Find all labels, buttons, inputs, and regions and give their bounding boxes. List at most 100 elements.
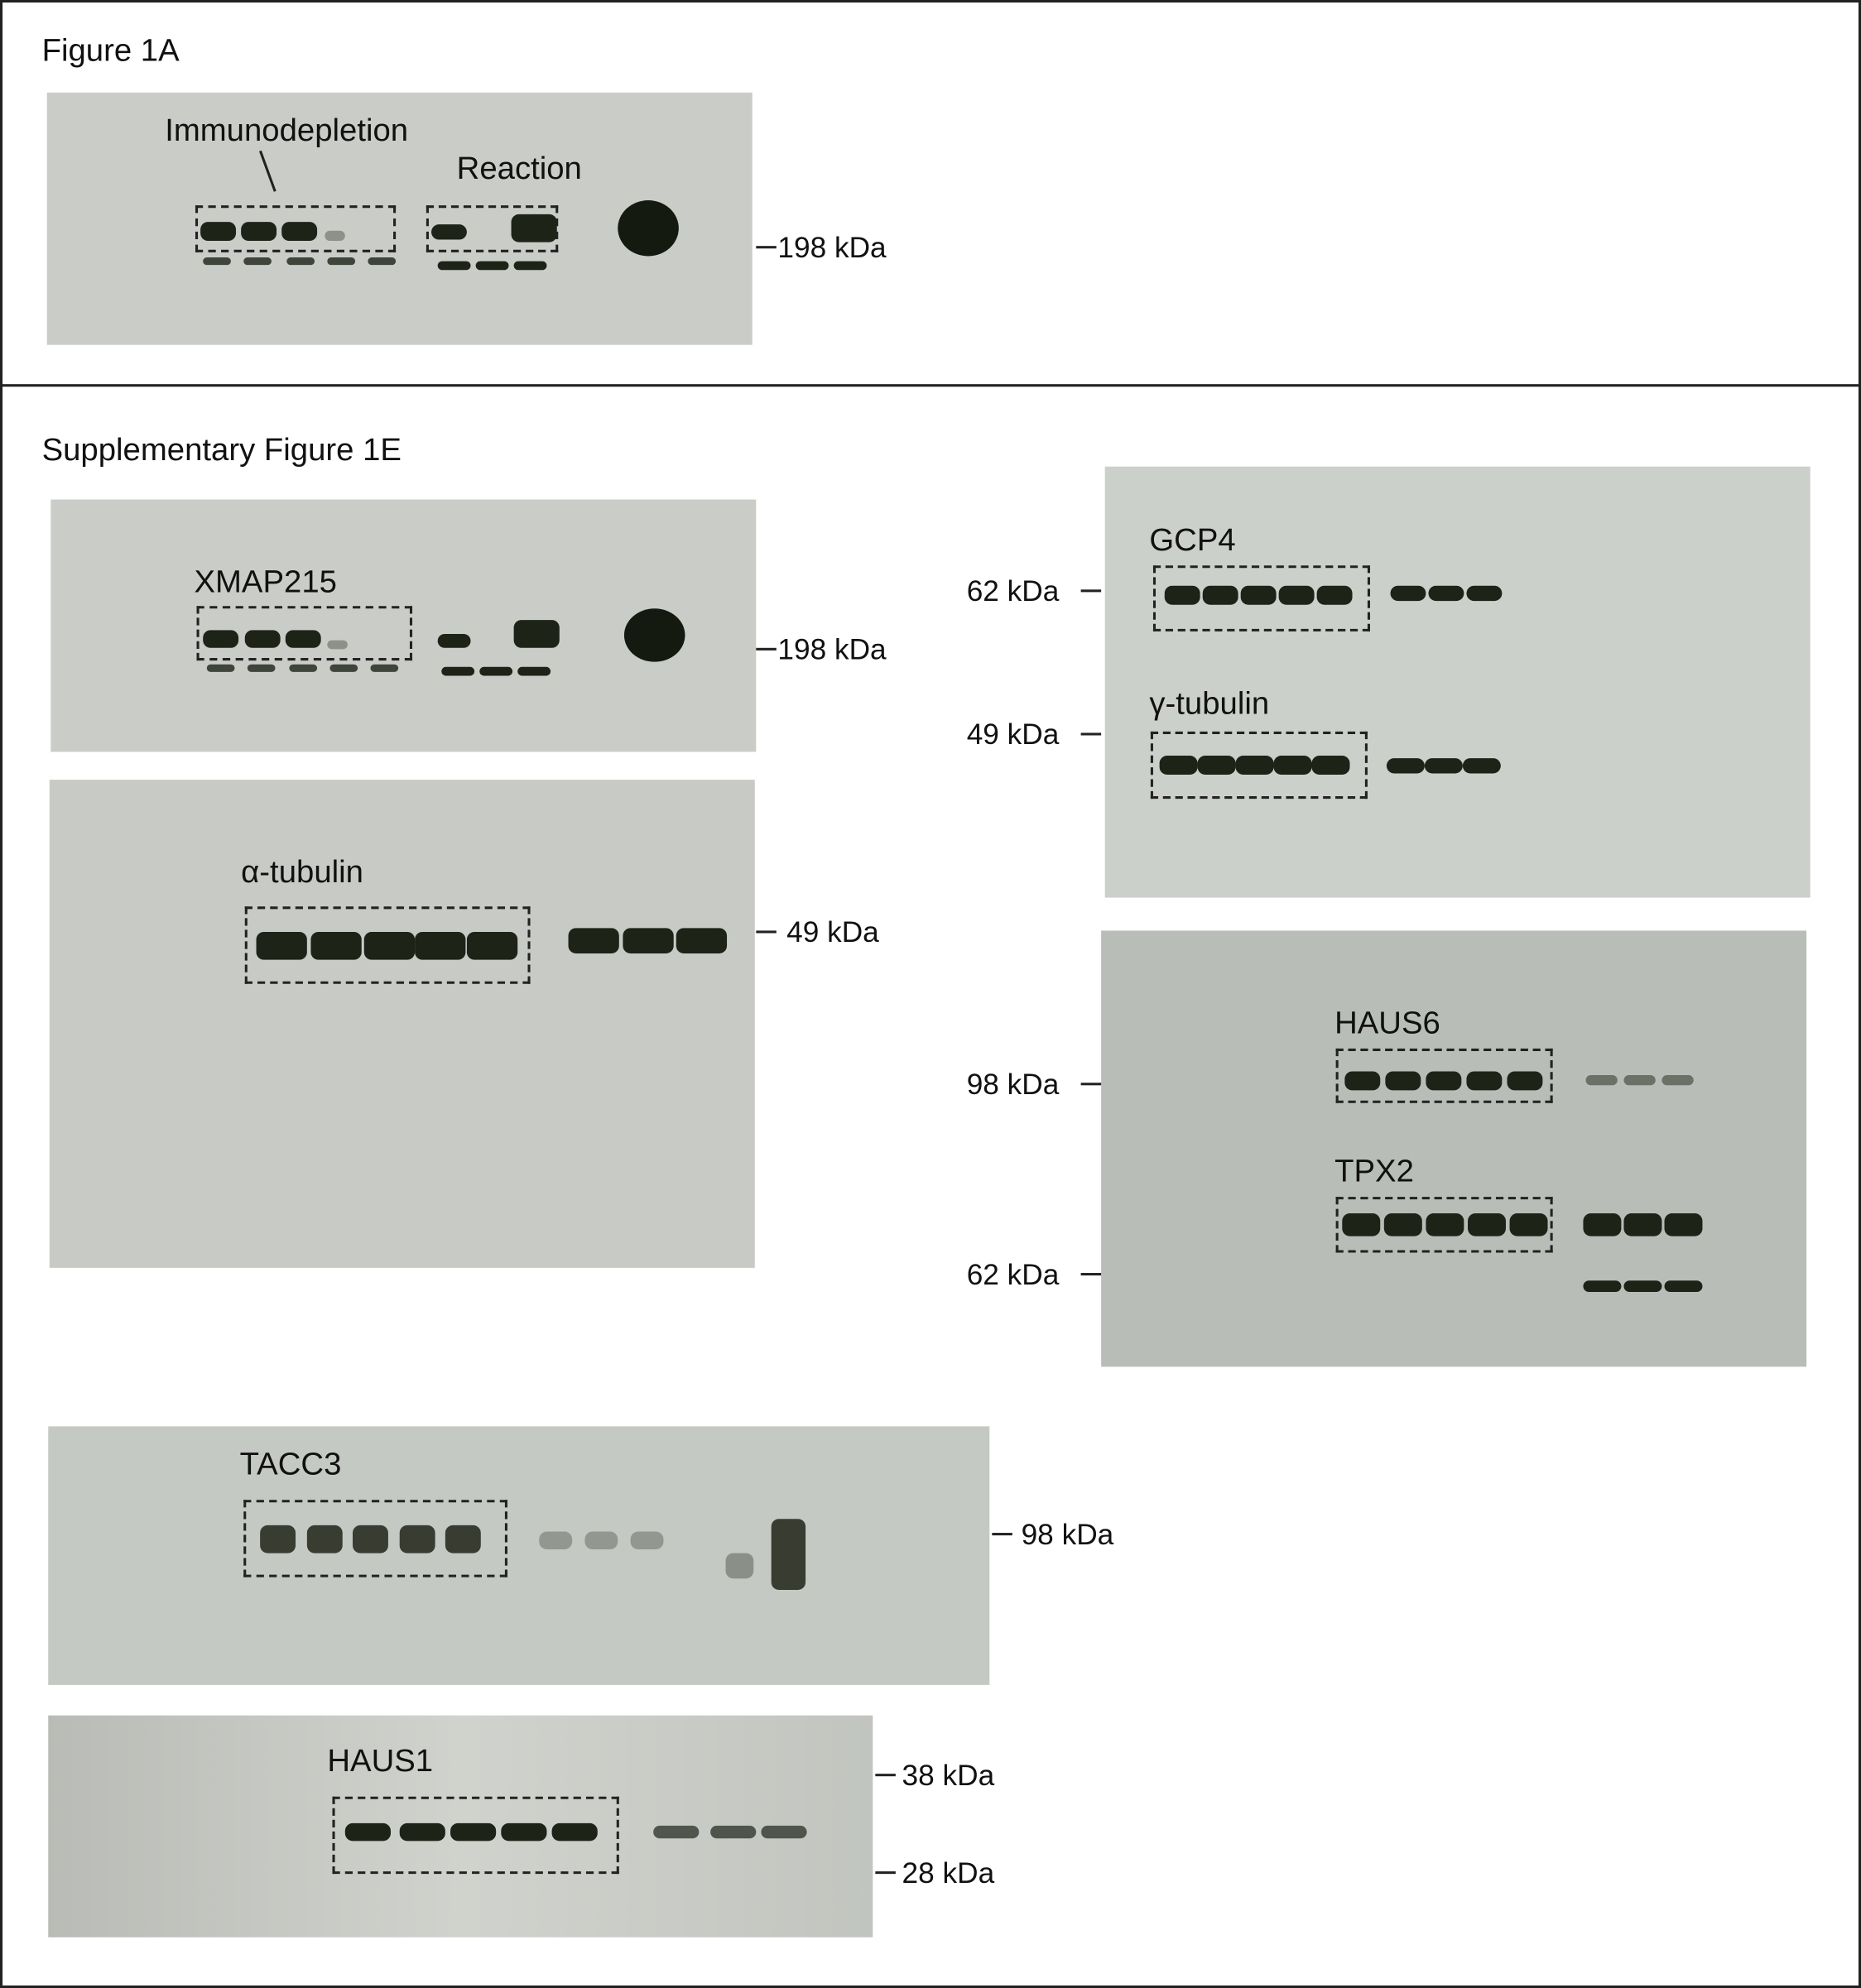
band (399, 1525, 435, 1553)
band (203, 257, 231, 266)
band (513, 620, 560, 648)
band (450, 1822, 497, 1842)
blot-gcp4-gamma-tubulin (1104, 466, 1811, 898)
band (1583, 1213, 1622, 1236)
band (1426, 1213, 1464, 1236)
band (1383, 1213, 1422, 1236)
tacc3-label: TACC3 (239, 1446, 342, 1482)
dashed-box (426, 205, 559, 252)
immunodepletion-label: Immunodepletion (165, 113, 409, 149)
band (501, 1822, 547, 1842)
marker-38-kda: 38 kDa (902, 1758, 995, 1792)
band (203, 630, 239, 648)
band (1585, 1075, 1618, 1086)
dashed-box (1335, 1197, 1553, 1253)
section-divider (0, 384, 1861, 387)
band (1467, 1213, 1506, 1236)
marker-49-kda: 49 kDa (966, 718, 1060, 751)
band (1159, 756, 1198, 775)
band (1623, 1280, 1662, 1293)
band (1664, 1280, 1703, 1293)
band (256, 931, 307, 960)
supp-figure-1e-title: Supplementary Figure 1E (41, 432, 402, 468)
dashed-box (1150, 731, 1368, 800)
band (1273, 756, 1312, 775)
band (513, 261, 547, 271)
band (363, 931, 416, 960)
band (1164, 585, 1200, 605)
marker-98-kda: 98 kDa (1021, 1517, 1114, 1551)
band (285, 630, 321, 648)
band (1664, 1213, 1703, 1236)
figure-1a-title: Figure 1A (41, 32, 180, 69)
alpha-tubulin-label: α-tubulin (241, 854, 363, 891)
band (260, 1525, 296, 1553)
band (771, 1519, 806, 1591)
marker-28-kda: 28 kDa (902, 1856, 995, 1890)
band (1202, 585, 1238, 605)
band (289, 664, 318, 672)
band (200, 222, 237, 242)
band (415, 931, 466, 960)
blot-haus6-tpx2 (1101, 930, 1807, 1367)
marker-198-kda: 198 kDa (777, 632, 887, 666)
band (441, 666, 475, 676)
band (1311, 756, 1350, 775)
band (310, 931, 362, 960)
marker-49-kda: 49 kDa (786, 915, 879, 948)
band (327, 640, 348, 650)
band (437, 633, 471, 648)
band (1278, 585, 1315, 605)
band (568, 928, 619, 953)
dashed-box (196, 606, 413, 661)
gamma-tubulin-label: γ-tubulin (1149, 685, 1270, 722)
band (1661, 1075, 1694, 1086)
band (1623, 1075, 1656, 1086)
band (206, 664, 235, 672)
band (1235, 756, 1274, 775)
band (306, 1525, 343, 1553)
band (281, 222, 318, 242)
band (1623, 1213, 1662, 1236)
band (630, 1531, 664, 1549)
band (475, 261, 509, 271)
band (247, 664, 276, 672)
band (1466, 585, 1503, 602)
band (1385, 1071, 1421, 1091)
marker-tick (756, 930, 777, 934)
marker-198-kda: 198 kDa (777, 230, 887, 264)
band (539, 1531, 573, 1549)
band (241, 222, 277, 242)
band (1197, 756, 1236, 775)
band (1390, 585, 1426, 602)
band (437, 261, 471, 271)
haus1-label: HAUS1 (327, 1743, 434, 1779)
band (676, 928, 728, 953)
band (431, 224, 467, 240)
marker-tick (1080, 732, 1102, 736)
band (445, 1525, 481, 1553)
xmap215-label: XMAP215 (194, 564, 337, 600)
band (479, 666, 513, 676)
band (1342, 1213, 1381, 1236)
band (511, 214, 557, 242)
band (243, 257, 272, 266)
band (1240, 585, 1277, 605)
marker-98-kda: 98 kDa (966, 1067, 1060, 1101)
band (1424, 758, 1463, 774)
band (1466, 1071, 1503, 1091)
band (327, 257, 356, 266)
blot-tacc3 (48, 1426, 990, 1685)
band (329, 664, 358, 672)
gcp4-label: GCP4 (1149, 522, 1236, 559)
band (344, 1822, 391, 1842)
dashed-box (332, 1796, 619, 1875)
marker-tick (875, 1774, 896, 1777)
band (399, 1822, 445, 1842)
marker-62-kda: 62 kDa (966, 574, 1060, 607)
band (584, 1531, 618, 1549)
band (368, 257, 397, 266)
marker-tick (756, 246, 777, 249)
band (325, 230, 345, 242)
